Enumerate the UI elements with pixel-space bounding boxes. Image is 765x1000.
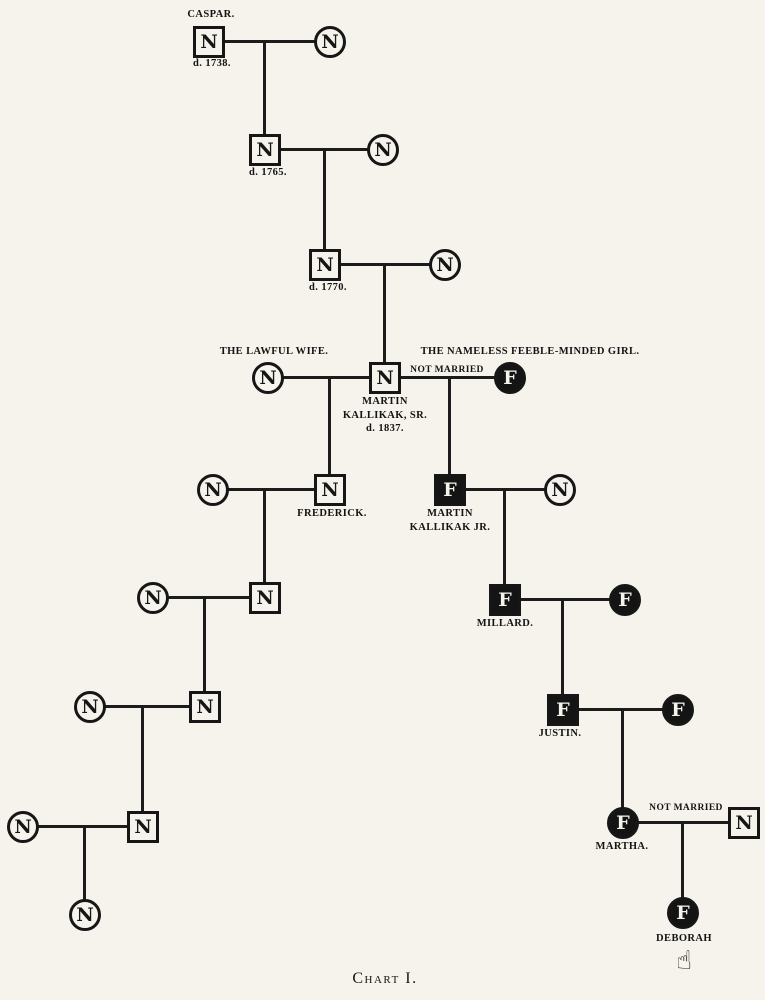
descent-line-son2-son3	[323, 150, 326, 265]
chart-caption: Chart I.	[352, 970, 418, 987]
label-not-married-sr: NOT MARRIED	[407, 364, 487, 377]
node-letter: N	[256, 586, 274, 609]
node-letter: N	[76, 903, 94, 926]
pedigree-node-lawful-wife: N	[252, 362, 284, 394]
marriage-line-gen7	[90, 705, 205, 708]
marriage-line-gen6	[153, 596, 265, 599]
pedigree-node-nameless-girl: F	[494, 362, 526, 394]
union-line-nameless-girl	[385, 376, 510, 379]
pedigree-node-millard-wife: F	[609, 584, 641, 616]
label-millard: MILLARD.	[476, 618, 534, 629]
pedigree-node-gen8-son: N	[127, 811, 159, 843]
descent-line-martha	[621, 710, 624, 823]
descent-line-millard	[503, 490, 506, 600]
node-letter: F	[443, 478, 457, 501]
node-letter: N	[551, 478, 569, 501]
pedigree-node-gen7-son: N	[189, 691, 221, 723]
label-martha: MARTHA.	[595, 841, 649, 852]
pedigree-node-son2: N	[249, 134, 281, 166]
pedigree-node-justin: F	[547, 694, 579, 726]
pedigree-node-gen6-wife: N	[137, 582, 169, 614]
node-letter: N	[134, 815, 152, 838]
label-deborah: DEBORAH	[656, 933, 712, 944]
descent-line-caspar-son2	[263, 42, 266, 150]
pedigree-node-martin-jr-wife: N	[544, 474, 576, 506]
descent-line-gen6-gen7	[203, 598, 206, 707]
node-letter: N	[259, 366, 277, 389]
node-letter: N	[256, 138, 274, 161]
pedigree-node-martha-partner: N	[728, 807, 760, 839]
descent-line-deborah	[681, 823, 684, 913]
node-letter: F	[503, 366, 517, 389]
pedigree-node-frederick: N	[314, 474, 346, 506]
pedigree-node-son2-wife: N	[367, 134, 399, 166]
label-lawful-wife: THE LAWFUL WIFE.	[219, 346, 329, 357]
descent-line-gen7-gen8	[141, 707, 144, 827]
marriage-line-gen8	[23, 825, 143, 828]
descent-line-frederick-gen6	[263, 490, 266, 598]
descent-line-gen8-gen9	[83, 827, 86, 915]
pedigree-node-gen6-son: N	[249, 582, 281, 614]
label-son2-death: d. 1765.	[249, 167, 287, 178]
label-caspar-death: d. 1738.	[193, 58, 231, 69]
marriage-line-martin-jr	[450, 488, 560, 491]
node-letter: F	[556, 698, 570, 721]
pedigree-node-gen8-wife: N	[7, 811, 39, 843]
node-letter: N	[321, 30, 339, 53]
node-letter: N	[14, 815, 32, 838]
manicule-icon: ☝	[676, 946, 692, 976]
descent-line-frederick	[328, 378, 331, 490]
node-letter: N	[200, 30, 218, 53]
node-letter: N	[204, 478, 222, 501]
pedigree-node-caspar-wife: N	[314, 26, 346, 58]
node-letter: N	[436, 253, 454, 276]
marriage-line-millard	[505, 598, 625, 601]
node-letter: N	[321, 478, 339, 501]
node-letter: F	[676, 901, 690, 924]
node-letter: N	[735, 811, 753, 834]
pedigree-node-caspar: N	[193, 26, 225, 58]
marriage-line-son2	[265, 148, 383, 151]
descent-line-justin	[561, 600, 564, 710]
node-letter: F	[498, 588, 512, 611]
marriage-line-son3	[325, 263, 445, 266]
pedigree-node-martin-jr: F	[434, 474, 466, 506]
pedigree-node-deborah: F	[667, 897, 699, 929]
node-letter: N	[144, 586, 162, 609]
pedigree-node-justin-wife: F	[662, 694, 694, 726]
label-nameless-girl: THE NAMELESS FEEBLE-MINDED GIRL.	[420, 346, 640, 357]
marriage-line-justin	[563, 708, 678, 711]
pedigree-node-martha: F	[607, 807, 639, 839]
pedigree-node-frederick-wife: N	[197, 474, 229, 506]
union-line-martha	[623, 821, 744, 824]
label-frederick: FREDERICK.	[297, 508, 367, 519]
label-caspar-name: CASPAR.	[187, 9, 235, 20]
label-martin-sr: MARTIN KALLIKAK, SR. d. 1837.	[342, 396, 428, 435]
node-letter: N	[196, 695, 214, 718]
label-son3-death: d. 1770.	[309, 282, 347, 293]
label-not-married-martha: NOT MARRIED	[646, 802, 726, 815]
pedigree-node-son3: N	[309, 249, 341, 281]
pedigree-node-son3-wife: N	[429, 249, 461, 281]
node-letter: F	[616, 811, 630, 834]
pedigree-node-gen7-wife: N	[74, 691, 106, 723]
marriage-line-caspar	[209, 40, 330, 43]
pedigree-node-millard: F	[489, 584, 521, 616]
descent-line-son3-martin-sr	[383, 265, 386, 378]
node-letter: N	[81, 695, 99, 718]
node-letter: F	[671, 698, 685, 721]
node-letter: N	[374, 138, 392, 161]
pedigree-node-martin-sr: N	[369, 362, 401, 394]
node-letter: F	[618, 588, 632, 611]
node-letter: N	[316, 253, 334, 276]
pedigree-node-gen9-daughter: N	[69, 899, 101, 931]
label-justin: JUSTIN.	[538, 728, 582, 739]
descent-line-martin-jr	[448, 378, 451, 490]
marriage-line-frederick	[213, 488, 330, 491]
node-letter: N	[376, 366, 394, 389]
label-martin-jr: MARTIN KALLIKAK JR.	[409, 508, 491, 533]
marriage-line-lawful-wife	[268, 376, 385, 379]
